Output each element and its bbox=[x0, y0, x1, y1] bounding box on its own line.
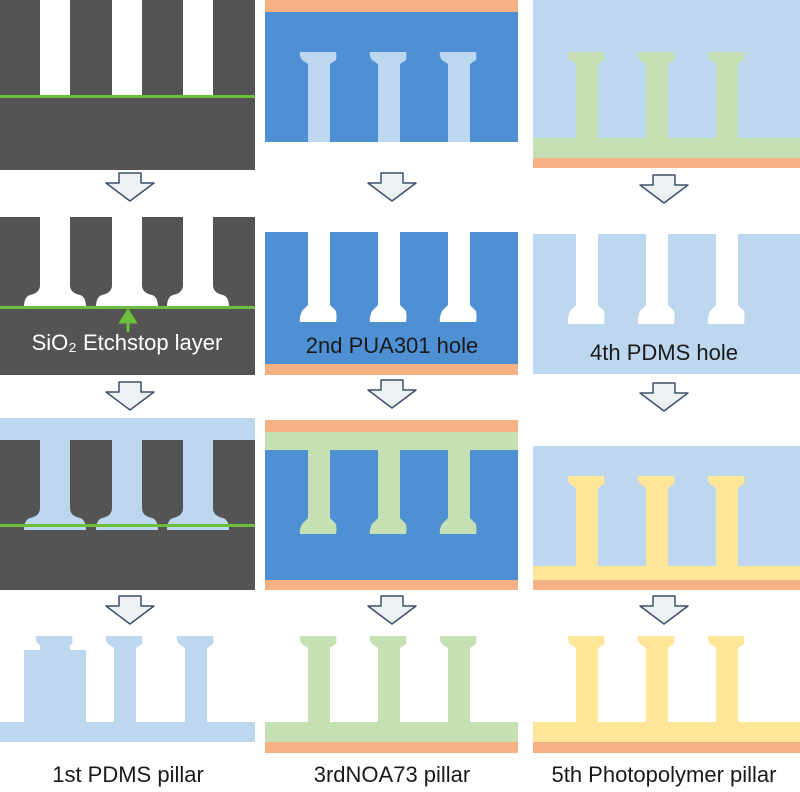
noa73-pillar bbox=[299, 450, 337, 534]
panel-si-undercut: SiO₂ Etchstop layer bbox=[0, 217, 255, 375]
undercut-trench bbox=[167, 217, 229, 307]
pua-hole bbox=[299, 232, 337, 322]
trench bbox=[112, 0, 142, 96]
backing-film bbox=[533, 580, 800, 590]
sio2-etchstop-line bbox=[0, 95, 255, 98]
pdms-hole bbox=[707, 234, 745, 324]
pdms-hole-label: 4th PDMS hole bbox=[590, 340, 738, 365]
down-arrow-icon bbox=[105, 172, 155, 202]
panel-photopolymer-cast bbox=[533, 446, 800, 590]
photopolymer-pillar-label: 5th Photopolymer pillar bbox=[551, 762, 776, 787]
pua-hole bbox=[369, 232, 407, 322]
etchstop-pointer-icon bbox=[118, 308, 138, 332]
noa73-pillar bbox=[439, 450, 477, 534]
noa73-pillar bbox=[439, 636, 477, 722]
panel-noa-cast bbox=[265, 420, 518, 590]
noa73-backing bbox=[265, 432, 518, 450]
sio2-etchstop-line bbox=[0, 524, 255, 527]
noa73-pillar bbox=[299, 636, 337, 722]
photopolymer-base bbox=[533, 722, 800, 742]
pdms-pillar bbox=[96, 440, 158, 530]
noa73-base bbox=[265, 722, 518, 742]
pdms-hole bbox=[637, 234, 675, 324]
pdms-base bbox=[0, 722, 255, 742]
noa73-pillar bbox=[567, 52, 605, 142]
undercut-trench bbox=[96, 217, 158, 307]
panel-pdms-on-noa bbox=[533, 0, 800, 168]
trench bbox=[183, 0, 213, 96]
noa73-base bbox=[533, 138, 800, 158]
panel-pua-hole: 2nd PUA301 hole bbox=[265, 232, 518, 375]
photopolymer-pillar bbox=[637, 636, 675, 722]
trench bbox=[40, 0, 70, 96]
panel-pua-cast bbox=[265, 0, 518, 142]
noa73-pillar bbox=[637, 52, 675, 142]
backing-film bbox=[533, 742, 800, 753]
down-arrow-icon bbox=[639, 595, 689, 625]
pua-hole-label: 2nd PUA301 hole bbox=[306, 333, 478, 358]
pdms-hole bbox=[567, 234, 605, 324]
backing-film bbox=[265, 742, 518, 753]
photopolymer-pillar bbox=[567, 636, 605, 722]
pdms-pillar bbox=[299, 52, 337, 142]
photopolymer-pillar bbox=[707, 636, 745, 722]
down-arrow-icon bbox=[367, 379, 417, 409]
pdms-pillar bbox=[439, 52, 477, 142]
down-arrow-icon bbox=[105, 595, 155, 625]
photopolymer-base bbox=[533, 566, 800, 580]
noa-pillar-label: 3rdNOA73 pillar bbox=[314, 762, 471, 787]
photopolymer-pillar bbox=[637, 476, 675, 566]
pua-hole bbox=[439, 232, 477, 322]
backing-film bbox=[265, 0, 518, 12]
pdms-pillar bbox=[167, 440, 229, 530]
panel-pdms-cast bbox=[0, 418, 255, 590]
down-arrow-icon bbox=[105, 381, 155, 411]
sio2-etchstop-line bbox=[0, 306, 255, 309]
panel-pdms-hole: 4th PDMS hole bbox=[533, 234, 800, 374]
down-arrow-icon bbox=[367, 595, 417, 625]
noa73-pillar bbox=[369, 450, 407, 534]
pdms-pillar-label: 1st PDMS pillar bbox=[52, 762, 204, 787]
panel-noa-pillar: 3rdNOA73 pillar bbox=[265, 636, 518, 787]
down-arrow-icon bbox=[639, 174, 689, 204]
pdms-backing bbox=[0, 418, 255, 440]
noa73-pillar bbox=[369, 636, 407, 722]
pdms-pillar-3 bbox=[176, 636, 214, 722]
pdms-pillar-1 bbox=[35, 636, 73, 722]
panel-si-trench bbox=[0, 0, 255, 170]
pdms-pillar-2 bbox=[105, 636, 143, 722]
photopolymer-pillar bbox=[567, 476, 605, 566]
backing-film bbox=[265, 420, 518, 432]
undercut-trench bbox=[24, 217, 86, 307]
backing-film bbox=[265, 580, 518, 590]
etchstop-label: SiO₂ Etchstop layer bbox=[32, 330, 223, 355]
panel-pdms-pillar: 1st PDMS pillar bbox=[0, 636, 255, 787]
pdms-pillar bbox=[369, 52, 407, 142]
pdms-pillar bbox=[24, 440, 86, 530]
panel-photopolymer-pillar: 5th Photopolymer pillar bbox=[533, 636, 800, 787]
down-arrow-icon bbox=[367, 172, 417, 202]
backing-film bbox=[533, 158, 800, 168]
photopolymer-pillar bbox=[707, 476, 745, 566]
noa73-pillar bbox=[707, 52, 745, 142]
backing-film bbox=[265, 364, 518, 375]
down-arrow-icon bbox=[639, 382, 689, 412]
